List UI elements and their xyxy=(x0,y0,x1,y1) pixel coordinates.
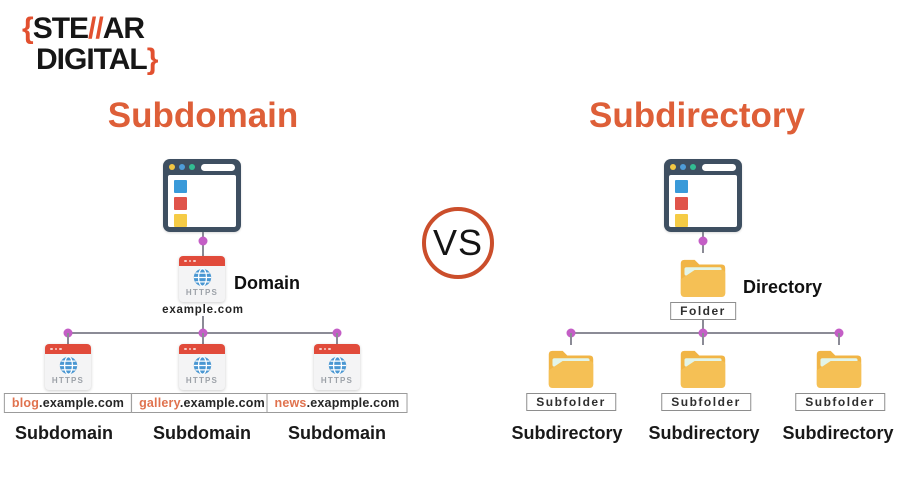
domain-label: Domain xyxy=(234,273,301,293)
window-dot-yellow-icon xyxy=(670,164,676,170)
https-page-icon: HTTPS xyxy=(45,344,91,390)
subfolder-tag: Subfolder xyxy=(661,393,751,411)
subdirectory-caption: Subdirectory xyxy=(648,423,760,443)
subdomain-caption: Subdomain xyxy=(15,423,113,443)
browser-window-icon xyxy=(664,159,742,232)
connector-line xyxy=(570,333,572,345)
logo-line1: {STE//AR xyxy=(22,13,157,44)
url-prefix: news xyxy=(274,396,307,410)
vs-badge: VS xyxy=(422,207,494,279)
domain-url: example.com xyxy=(162,304,244,316)
connector-line xyxy=(702,320,704,333)
connector-line xyxy=(67,333,69,345)
subfolder-tag: Subfolder xyxy=(526,393,616,411)
https-label: HTTPS xyxy=(320,376,354,385)
window-dot-blue-icon xyxy=(179,164,185,170)
window-dot-green-icon xyxy=(189,164,195,170)
address-bar-icon xyxy=(201,163,235,171)
thumbnail-red-icon xyxy=(675,197,688,210)
connector-line xyxy=(336,333,338,345)
thumbnail-yellow-icon xyxy=(675,214,688,227)
browser-titlebar xyxy=(664,159,742,175)
thumbnail-red-icon xyxy=(174,197,187,210)
url-box: news.exapmple.com xyxy=(266,393,408,413)
logo-word2: DIGITAL xyxy=(36,43,148,76)
logo-slashes: // xyxy=(88,12,104,45)
url-suffix: .exapmple.com xyxy=(306,396,400,410)
subfolder-tag: Subfolder xyxy=(795,393,885,411)
folder-tag: Folder xyxy=(670,302,736,320)
browser-content xyxy=(669,175,737,227)
https-page-icon: HTTPS xyxy=(179,344,225,390)
logo-open-brace: { xyxy=(22,12,34,45)
window-dot-yellow-icon xyxy=(169,164,175,170)
url-box: gallery.example.com xyxy=(131,393,273,413)
https-page-icon: HTTPS xyxy=(179,256,225,302)
stellar-digital-logo: {STE//AR DIGITAL} xyxy=(22,13,159,76)
directory-label: Directory xyxy=(743,277,823,297)
thumbnail-blue-icon xyxy=(675,180,688,193)
browser-content xyxy=(168,175,236,227)
window-dot-blue-icon xyxy=(680,164,686,170)
url-prefix: blog xyxy=(11,396,40,410)
thumbnail-blue-icon xyxy=(174,180,187,193)
logo-word1-part1: STE xyxy=(32,12,89,45)
connector-line xyxy=(202,316,204,333)
https-page-icon: HTTPS xyxy=(314,344,360,390)
https-label: HTTPS xyxy=(185,376,219,385)
globe-icon xyxy=(328,356,346,375)
globe-icon xyxy=(193,356,211,375)
window-dot-green-icon xyxy=(690,164,696,170)
url-box: blog.example.com xyxy=(3,393,133,413)
logo-close-brace: } xyxy=(146,43,159,76)
address-bar-icon xyxy=(702,163,736,171)
logo-line2: DIGITAL} xyxy=(22,43,159,76)
browser-window-icon xyxy=(163,159,241,232)
connector-line xyxy=(838,333,840,345)
subdirectory-caption: Subdirectory xyxy=(511,423,623,443)
subdirectory-heading: Subdirectory xyxy=(589,96,805,135)
browser-titlebar xyxy=(163,159,241,175)
https-label: HTTPS xyxy=(51,376,85,385)
folder-icon xyxy=(816,350,862,388)
url-prefix: gallery xyxy=(139,396,180,410)
globe-icon xyxy=(193,268,211,287)
subdomain-caption: Subdomain xyxy=(288,423,386,443)
connector-line xyxy=(202,333,204,345)
connector-dot xyxy=(198,236,208,246)
connector-dot xyxy=(698,236,708,246)
https-label: HTTPS xyxy=(185,288,219,297)
folder-icon xyxy=(680,350,726,388)
subdirectory-caption: Subdirectory xyxy=(782,423,894,443)
globe-icon xyxy=(59,356,77,375)
folder-icon xyxy=(680,259,726,297)
url-suffix: .example.com xyxy=(179,396,265,410)
subdomain-heading: Subdomain xyxy=(107,96,299,135)
connector-line xyxy=(702,333,704,345)
thumbnail-yellow-icon xyxy=(174,214,187,227)
subdomain-caption: Subdomain xyxy=(153,423,251,443)
url-suffix: .example.com xyxy=(39,396,125,410)
folder-icon xyxy=(548,350,594,388)
logo-word1-part2: AR xyxy=(102,12,145,45)
